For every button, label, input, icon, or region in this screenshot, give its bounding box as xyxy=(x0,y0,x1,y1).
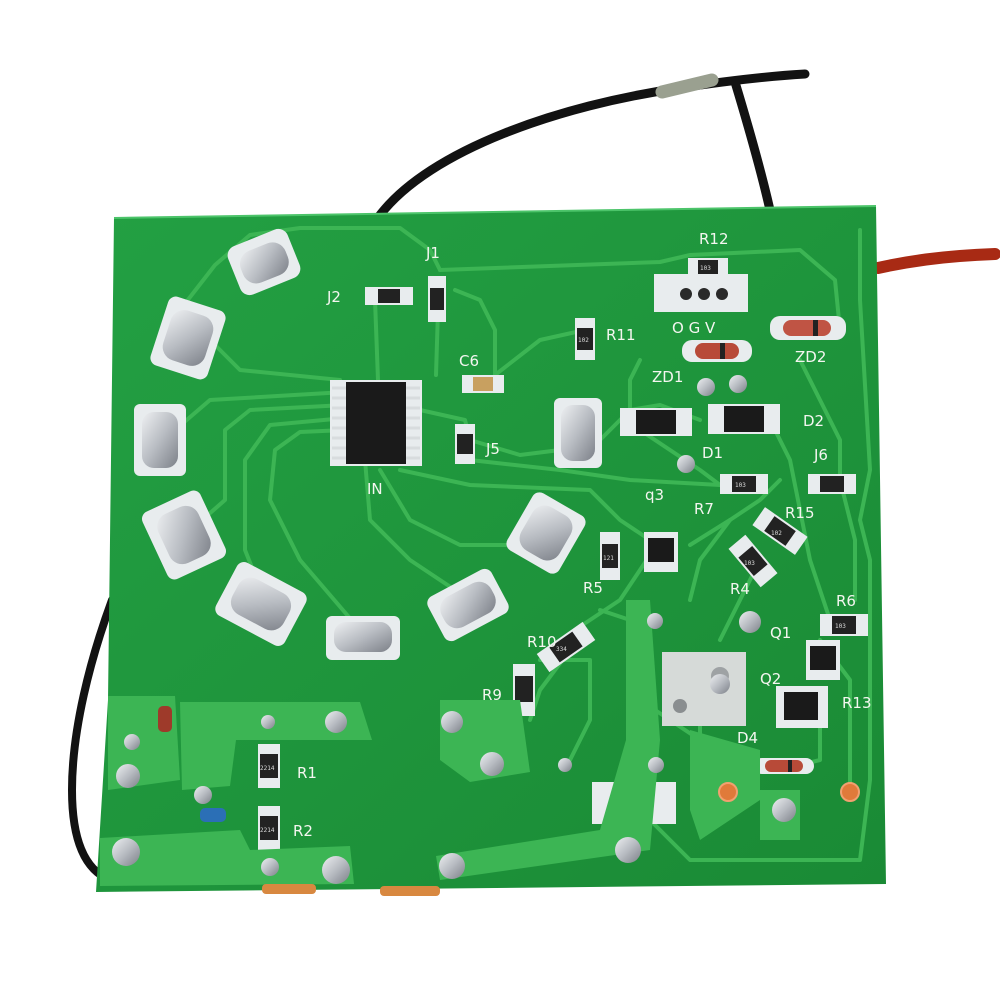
label-q2: Q2 xyxy=(760,670,781,688)
label-r15: R15 xyxy=(785,504,815,522)
red-wire xyxy=(872,248,1000,274)
label-q3: q3 xyxy=(645,486,664,504)
through-hole-joints xyxy=(112,375,796,884)
label-zd1: ZD1 xyxy=(652,368,683,386)
label-ogv: O G V xyxy=(672,319,716,337)
label-r10: R10 xyxy=(527,633,557,651)
label-r11: R11 xyxy=(606,326,636,344)
label-j2: J2 xyxy=(326,288,341,306)
label-r6: R6 xyxy=(836,592,856,610)
label-zd2: ZD2 xyxy=(795,348,826,366)
black-wire-top-branch xyxy=(730,77,775,215)
label-j1: J1 xyxy=(425,244,440,262)
code-r1: 2214 xyxy=(260,765,275,772)
copper-pads-bare xyxy=(718,782,860,802)
code-r11: 102 xyxy=(578,337,589,344)
label-q1: Q1 xyxy=(770,624,791,642)
label-r4: R4 xyxy=(730,580,750,598)
code-r10: 334 xyxy=(556,646,567,653)
label-d2: D2 xyxy=(803,412,824,430)
label-r12: R12 xyxy=(699,230,729,248)
resistor-codes: 103 102 103 121 334 102 103 103 2214 221… xyxy=(260,265,846,834)
code-r6: 103 xyxy=(835,623,846,630)
code-r4: 103 xyxy=(744,560,755,567)
label-d1: D1 xyxy=(702,444,723,462)
pcb-edge-highlight xyxy=(113,205,877,219)
connectors xyxy=(592,274,748,824)
code-r15: 102 xyxy=(771,530,782,537)
black-wire-left xyxy=(67,596,116,884)
underside-components xyxy=(262,884,440,896)
label-r13: R13 xyxy=(842,694,872,712)
label-d4: D4 xyxy=(737,729,758,747)
wire-sleeve xyxy=(655,73,719,99)
label-j5: J5 xyxy=(485,440,500,458)
label-j6: J6 xyxy=(813,446,828,464)
label-r2: R2 xyxy=(293,822,313,840)
label-r9: R9 xyxy=(482,686,502,704)
ic-chip xyxy=(330,380,422,466)
label-c6: C6 xyxy=(459,352,479,370)
diodes xyxy=(620,316,846,774)
label-r5: R5 xyxy=(583,579,603,597)
code-r12: 103 xyxy=(700,265,711,272)
code-r5: 121 xyxy=(603,555,614,562)
label-r1: R1 xyxy=(297,764,317,782)
solder-pads xyxy=(134,228,602,660)
blue-red-parts xyxy=(158,706,226,822)
code-r2: 2214 xyxy=(260,827,275,834)
label-r7: R7 xyxy=(694,500,714,518)
black-wire-top xyxy=(375,69,810,220)
label-in: IN xyxy=(367,480,383,498)
silkscreen-labels: J1 J2 C6 J5 IN R12 R11 O G V ZD1 ZD2 D1 … xyxy=(293,230,872,840)
smd-components xyxy=(258,258,868,850)
code-r7: 103 xyxy=(735,482,746,489)
copper-traces xyxy=(173,226,872,862)
